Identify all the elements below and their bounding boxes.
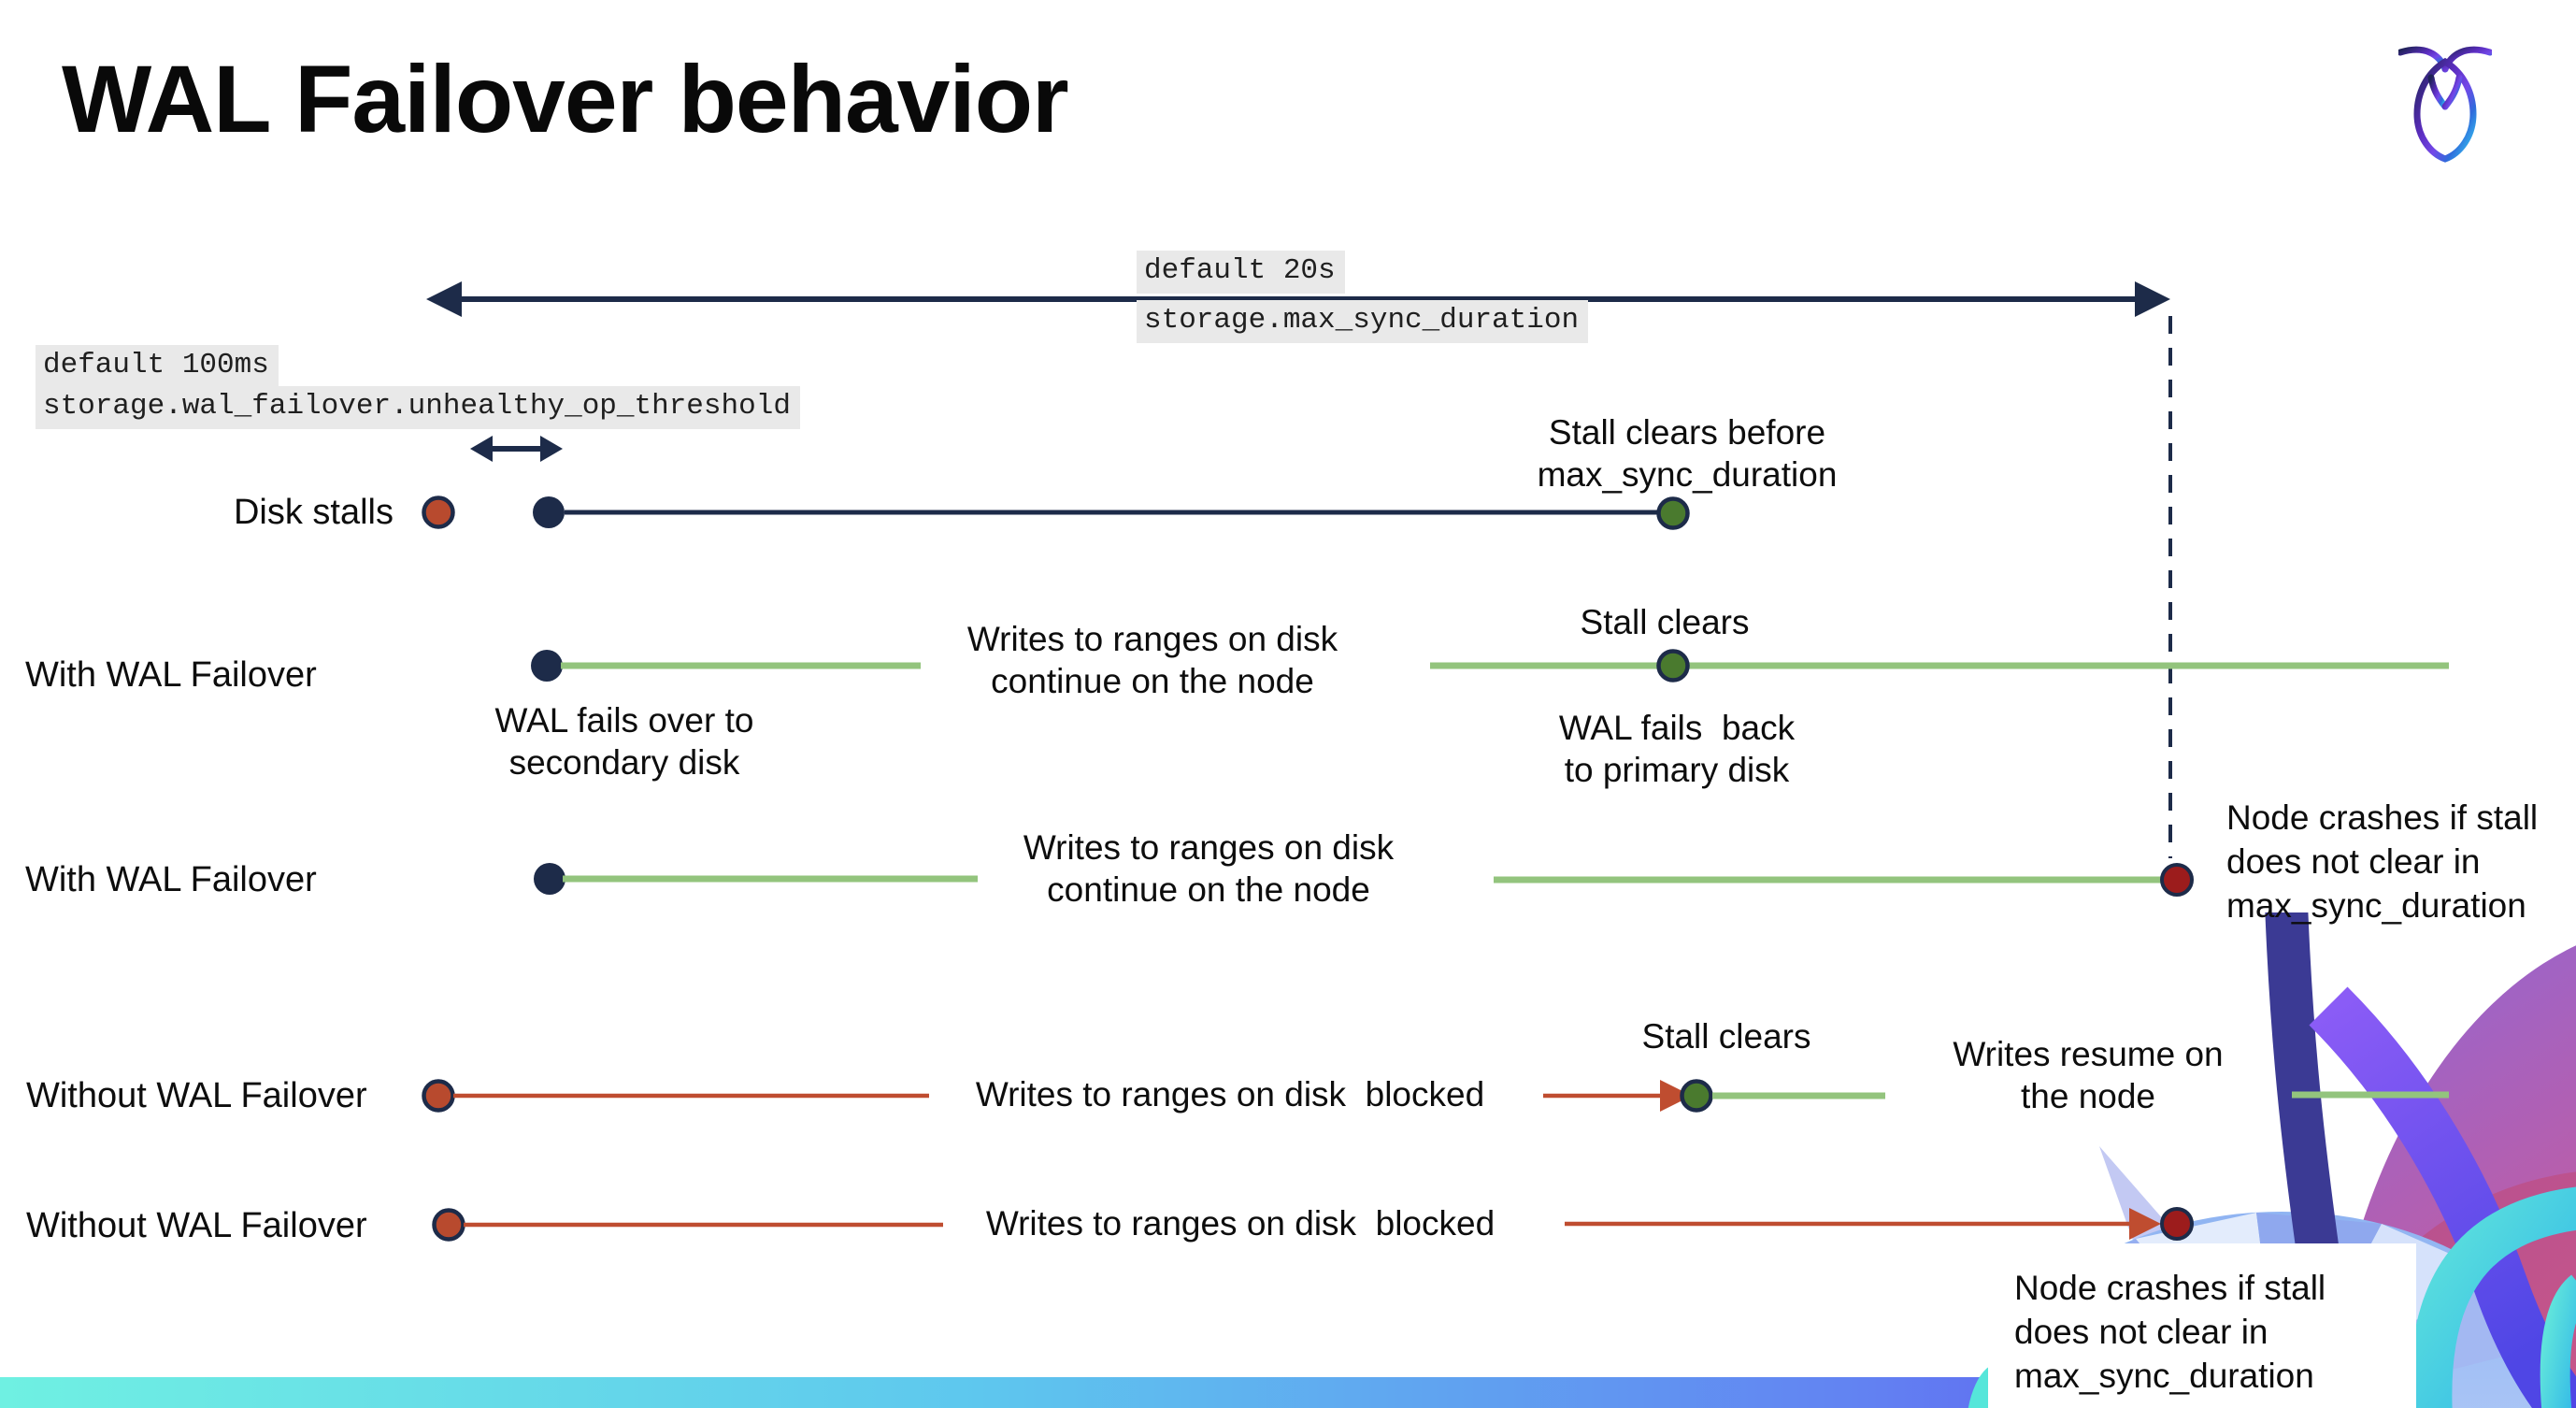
ann-stall-clears-2: Stall clears xyxy=(1641,1017,1811,1056)
cockroach-logo-icon xyxy=(2398,46,2492,163)
row-label-with-wal-failover-1: With WAL Failover xyxy=(25,655,317,695)
ann-node-crashes-2: Node crashes if stall does not clear in … xyxy=(2014,1269,2326,1395)
max-sync-default-label: default 20s xyxy=(1137,251,1345,294)
unhealthy-op-setting-name: storage.wal_failover.unhealthy_op_thresh… xyxy=(36,386,800,429)
unhealthy-op-default-label: default 100ms xyxy=(36,345,279,388)
ann-writes-blocked-1: Writes to ranges on disk blocked xyxy=(975,1075,1485,1113)
red-arrowhead xyxy=(2129,1208,2161,1240)
failover-dot xyxy=(534,863,565,895)
row-label-disk-stalls: Disk stalls xyxy=(233,493,394,532)
stall-clear-dot xyxy=(1656,649,1690,682)
row-label-without-wal-failover-1: Without WAL Failover xyxy=(26,1076,367,1115)
ann-stall-clears-before: Stall clears before max_sync_duration xyxy=(1537,413,1838,494)
stall-start-dot xyxy=(432,1208,465,1242)
failover-dot xyxy=(531,650,563,682)
ann-writes-continue-2: Writes to ranges on disk continue on the… xyxy=(1023,828,1395,909)
ann-wal-fails-over: WAL fails over to secondary disk xyxy=(494,701,754,782)
stall-start-dot xyxy=(422,1079,455,1113)
ann-node-crashes-1: Node crashes if stall does not clear in … xyxy=(2226,798,2539,925)
max-sync-setting-name: storage.max_sync_duration xyxy=(1137,300,1589,343)
timeline-disk-stalls xyxy=(422,496,1690,530)
row-label-with-wal-failover-2: With WAL Failover xyxy=(25,860,317,899)
timeline-with-wal-failover-1 xyxy=(531,649,2449,682)
ann-writes-blocked-2: Writes to ranges on disk blocked xyxy=(985,1204,1496,1243)
ann-stall-clears-1: Stall clears xyxy=(1580,603,1750,641)
ann-writes-continue-1: Writes to ranges on disk continue on the… xyxy=(966,620,1338,700)
stall-clear-dot xyxy=(1656,496,1690,530)
node-crash-dot xyxy=(2160,863,2194,897)
node-crash-dot xyxy=(2160,1207,2194,1241)
unhealthy-op-threshold-arrow xyxy=(470,436,563,462)
ann-wal-fails-back: WAL fails back to primary disk xyxy=(1558,709,1796,789)
stall-clear-dot xyxy=(1680,1079,1713,1113)
ann-writes-resume: Writes resume on the node xyxy=(1953,1035,2224,1115)
page-title: WAL Failover behavior xyxy=(62,46,1069,152)
row-label-without-wal-failover-2: Without WAL Failover xyxy=(26,1206,367,1245)
red-arrowhead xyxy=(1660,1080,1692,1112)
failover-threshold-dot xyxy=(533,496,565,528)
stall-start-dot xyxy=(422,496,455,529)
